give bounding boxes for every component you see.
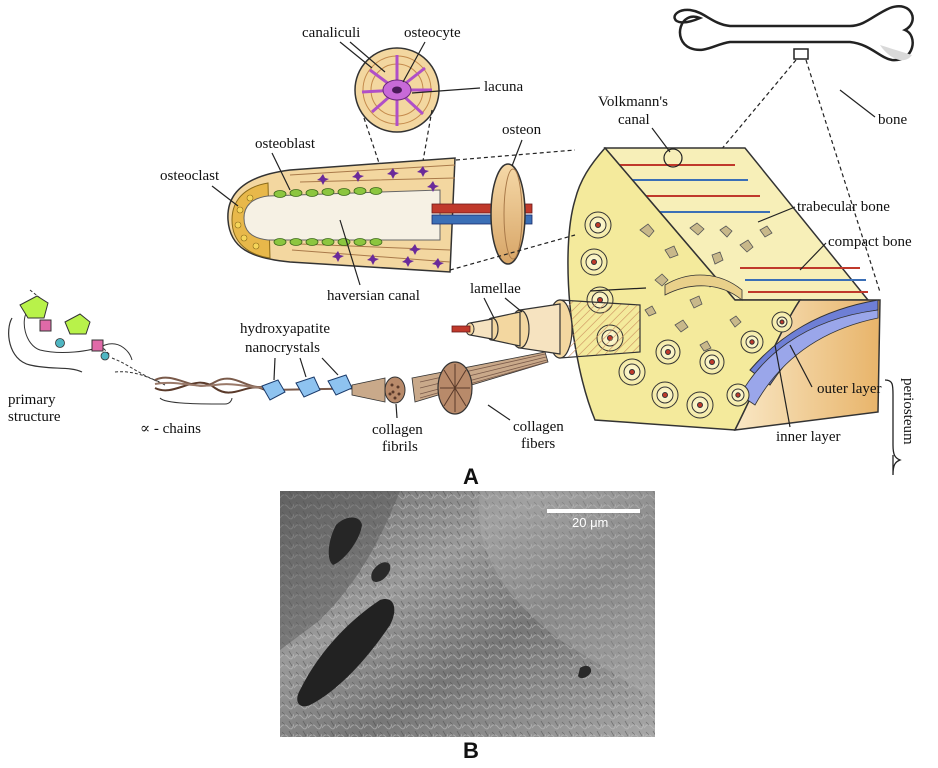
- trabecular-bone-label: trabecular bone: [797, 199, 890, 215]
- fibrils-leader: [396, 404, 397, 418]
- collagen-fibrils-label-line1: collagen: [372, 422, 423, 438]
- lamellae-leader-1: [484, 298, 494, 318]
- hydroxy-leader-3: [322, 358, 338, 375]
- osteon-leader: [512, 140, 522, 166]
- sem-micrograph: 20 μm: [280, 491, 655, 737]
- long-bone-illustration: [675, 6, 913, 60]
- scale-bar: [547, 509, 640, 513]
- osteon-label: osteon: [502, 122, 542, 138]
- primary-structure-label-line1: primary: [8, 392, 56, 408]
- osteocyte-label: osteocyte: [404, 25, 461, 41]
- collagen-fiber: [412, 352, 548, 414]
- hydroxy-leader-2: [300, 358, 306, 377]
- inner-layer-label: inner layer: [776, 429, 841, 445]
- collagen-fibril: [352, 377, 405, 403]
- outer-layer-label: outer layer: [817, 381, 882, 397]
- bone-label: bone: [878, 112, 908, 128]
- compact-bone-label: compact bone: [828, 234, 912, 250]
- panel-label-a: A: [463, 464, 479, 489]
- panel-label-b: B: [463, 738, 479, 763]
- collagen-fibrils-label-line2: fibrils: [382, 439, 418, 455]
- lamellae-leader-2: [505, 298, 522, 312]
- osteoclast-label: osteoclast: [160, 168, 220, 184]
- collagen-fibers-label-line2: fibers: [521, 436, 555, 452]
- periosteum-brace: [885, 380, 900, 475]
- bone-leader: [840, 90, 875, 117]
- alpha-chains-label: ∝ - chains: [140, 421, 201, 437]
- lamellae-label: lamellae: [470, 281, 521, 297]
- hydroxy-leader-1: [274, 358, 275, 380]
- hydroxyapatite-label-line2: nanocrystals: [245, 340, 320, 356]
- hydroxyapatite-label-line1: hydroxyapatite: [240, 321, 330, 337]
- alpha-chains: [155, 378, 268, 393]
- canaliculi-leader-1: [340, 42, 372, 68]
- lacuna-label: lacuna: [484, 79, 523, 95]
- volkmann-label-line2: canal: [618, 112, 650, 128]
- osteocyte-detail: [355, 48, 439, 132]
- fibers-leader: [488, 405, 510, 420]
- haversian-canal-label: haversian canal: [327, 288, 420, 304]
- alpha-chains-brace: [160, 398, 232, 404]
- osteoblast-label: osteoblast: [255, 136, 316, 152]
- volkmann-label-line1: Volkmann's: [598, 94, 668, 110]
- primary-structure-label-line2: structure: [8, 409, 61, 425]
- osteon-cone: [228, 158, 532, 272]
- lamellae-cylinder: [452, 300, 640, 358]
- canaliculi-label: canaliculi: [302, 25, 360, 41]
- collagen-fibers-label-line1: collagen: [513, 419, 564, 435]
- primary-structure: [9, 290, 165, 385]
- scale-bar-label: 20 μm: [572, 515, 608, 530]
- periosteum-label: periosteum: [900, 378, 916, 445]
